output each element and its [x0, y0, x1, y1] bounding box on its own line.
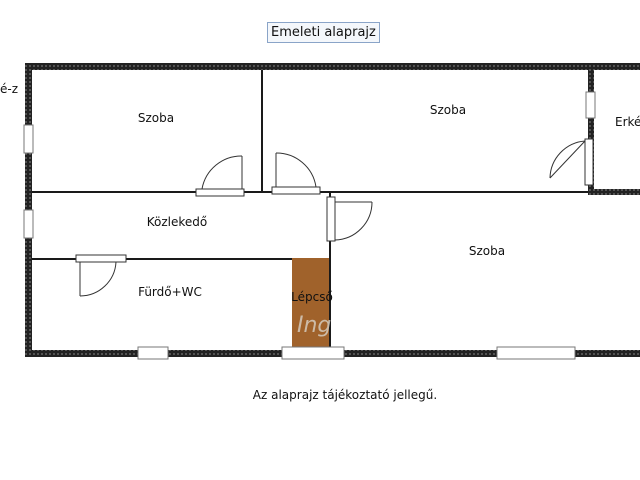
door-frame-2 — [271, 186, 321, 195]
window-balcony — [585, 91, 596, 119]
door-frame-5 — [584, 138, 594, 186]
door-frame-1 — [195, 188, 245, 197]
room-label-large: Szoba — [469, 244, 505, 258]
room-label-top-left: Szoba — [138, 111, 174, 125]
window-bottom-3 — [496, 346, 576, 360]
balcony-wall-bottom — [588, 189, 640, 195]
outer-wall-top — [25, 63, 640, 70]
edge-label: é-z — [0, 82, 19, 96]
room-label-top-middle: Szoba — [430, 103, 466, 117]
plan-title: Emeleti alaprajz — [267, 22, 380, 43]
room-label-balcony: Erkél — [615, 115, 640, 129]
windows — [23, 91, 596, 360]
window-left-2 — [23, 209, 34, 239]
window-bottom-1 — [137, 346, 169, 360]
balcony-wall-left — [588, 67, 594, 194]
staircase-area — [292, 258, 330, 352]
watermark: Ing — [297, 313, 331, 338]
room-label-staircase: Lépcső — [291, 290, 333, 304]
room-label-bathroom: Fürdő+WC — [138, 285, 202, 299]
door-frame-4 — [75, 254, 127, 263]
window-left-1 — [23, 124, 34, 154]
disclaimer-note: Az alaprajz tájékoztató jellegű. — [252, 388, 438, 402]
room-label-hallway: Közlekedő — [147, 215, 208, 229]
door-frame-3 — [326, 196, 336, 242]
window-bottom-2 — [281, 346, 345, 360]
doors — [75, 138, 594, 297]
